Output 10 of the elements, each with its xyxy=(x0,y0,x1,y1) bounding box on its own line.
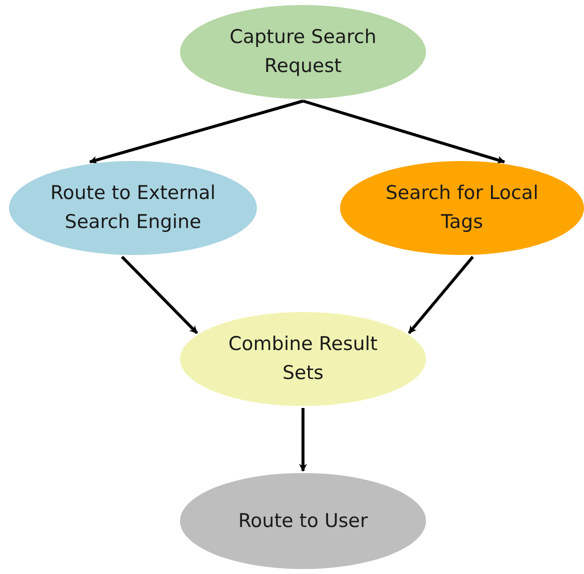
node-label: Search for Local Tags xyxy=(384,181,540,235)
arrow xyxy=(89,100,304,164)
arrow xyxy=(408,256,474,334)
arrow xyxy=(299,408,307,472)
node-label: Route to User xyxy=(238,508,368,534)
arrow xyxy=(302,100,506,164)
node-label: Route to External Search Engine xyxy=(49,181,217,235)
node-label: Capture Search Request xyxy=(228,25,378,79)
node-label: Combine Result Sets xyxy=(227,332,379,386)
arrow xyxy=(120,256,198,334)
